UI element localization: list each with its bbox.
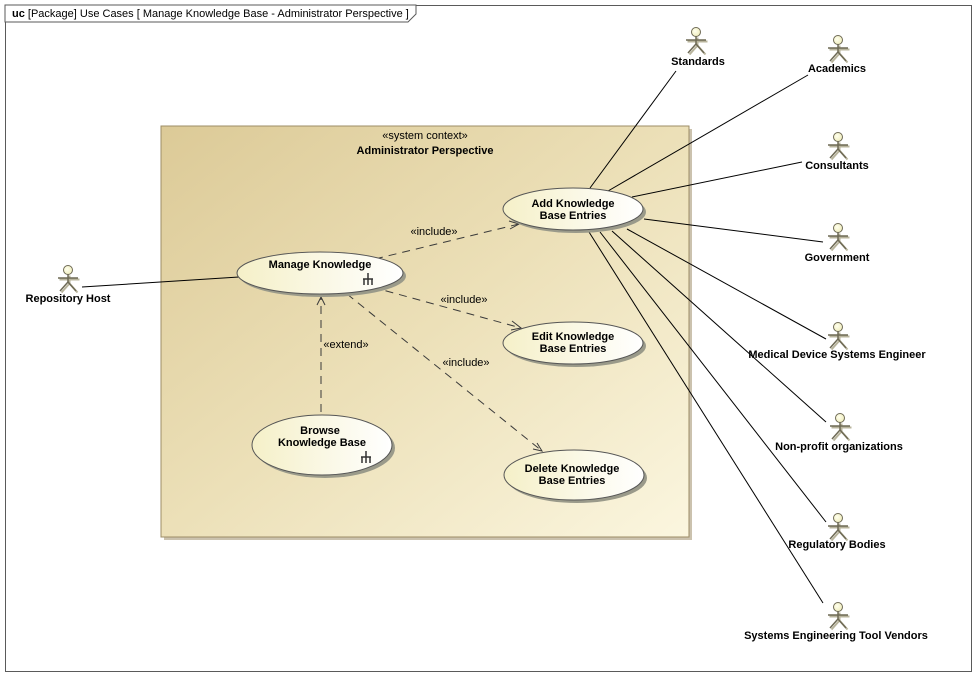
use-case-label-line1: Delete Knowledge — [525, 463, 620, 475]
association-non-profit-organizations[interactable] — [611, 230, 827, 423]
actor-label: Medical Device Systems Engineer — [748, 349, 926, 361]
actor-label: Government — [805, 252, 870, 264]
use-case-add-knowledge-base-entries[interactable]: Add Knowledge Base Entries — [502, 187, 646, 233]
frame-title-text: [Package] Use Cases [ Manage Knowledge B… — [27, 8, 409, 20]
actor-icon — [58, 265, 80, 294]
association-regulatory-bodies[interactable] — [599, 231, 827, 523]
actor-consultants[interactable]: Consultants — [805, 132, 869, 173]
extend-arrowhead — [316, 295, 326, 306]
include-delete-arrowhead — [532, 442, 544, 452]
use-case-label-line2: Knowledge Base — [278, 437, 366, 449]
association-academics[interactable] — [607, 74, 809, 192]
association-consultants[interactable] — [631, 161, 803, 198]
actor-label: Regulatory Bodies — [788, 539, 885, 551]
actor-label: Non-profit organizations — [775, 441, 903, 453]
use-case-manage-knowledge[interactable]: Manage Knowledge — [236, 251, 406, 297]
frame-title: uc [Package] Use Cases [ Manage Knowledg… — [12, 8, 409, 20]
actor-government[interactable]: Government — [805, 223, 870, 265]
use-case-label-line2: Base Entries — [540, 210, 607, 222]
extend-label: «extend» — [323, 339, 368, 351]
actor-medical-device-systems-engineer[interactable]: Medical Device Systems Engineer — [748, 322, 926, 362]
system-stereotype: «system context» — [382, 130, 468, 142]
subdiagram-icon — [361, 451, 371, 463]
actor-label: Consultants — [805, 160, 869, 172]
include-edit-label: «include» — [440, 294, 487, 306]
actor-icon — [828, 223, 850, 252]
diagram-frame — [5, 5, 972, 672]
association-medical-device-systems-engineer[interactable] — [626, 228, 827, 340]
actor-non-profit-organizations[interactable]: Non-profit organizations — [775, 413, 903, 454]
actor-icon — [828, 602, 850, 631]
actor-systems-engineering-tool-vendors[interactable]: Systems Engineering Tool Vendors — [744, 602, 928, 643]
system-name: Administrator Perspective — [357, 145, 494, 157]
actor-repository-host[interactable]: Repository Host — [26, 265, 111, 306]
use-case-label-line1: Add Knowledge — [531, 198, 614, 210]
actor-icon — [686, 27, 708, 56]
actor-label: Systems Engineering Tool Vendors — [744, 630, 928, 642]
actor-regulatory-bodies[interactable]: Regulatory Bodies — [788, 513, 886, 552]
use-case-browse-knowledge-base[interactable]: Browse Knowledge Base — [251, 414, 395, 478]
actor-icon — [830, 413, 852, 442]
use-case-label-line1: Edit Knowledge — [532, 331, 615, 343]
actor-icon — [828, 322, 850, 351]
use-case-label-line2: Base Entries — [540, 343, 607, 355]
association-repository-host[interactable] — [81, 276, 240, 288]
frame-kind: uc — [12, 8, 25, 20]
association-standards[interactable] — [589, 70, 677, 189]
include-add-label: «include» — [410, 226, 457, 238]
actor-label: Repository Host — [26, 293, 111, 305]
use-case-edit-knowledge-base-entries[interactable]: Edit Knowledge Base Entries — [502, 321, 646, 367]
include-add-line[interactable] — [374, 223, 520, 260]
actor-label: Standards — [671, 56, 725, 68]
actor-icon — [828, 132, 850, 161]
actor-standards[interactable]: Standards — [671, 27, 725, 69]
actor-academics[interactable]: Academics — [808, 35, 866, 76]
actor-icon — [828, 513, 850, 542]
subdiagram-icon — [363, 273, 373, 285]
use-case-delete-knowledge-base-entries[interactable]: Delete Knowledge Base Entries — [503, 449, 647, 503]
association-systems-engineering-tool-vendors[interactable] — [588, 231, 824, 604]
use-case-label: Manage Knowledge — [269, 259, 372, 271]
include-edit-line[interactable] — [371, 286, 522, 329]
include-edit-arrowhead — [510, 320, 523, 331]
use-case-label-line1: Browse — [300, 425, 340, 437]
include-delete-label: «include» — [442, 357, 489, 369]
association-government[interactable] — [643, 218, 824, 243]
frame-tab — [4, 4, 417, 23]
actor-icon — [828, 35, 850, 64]
actor-label: Academics — [808, 63, 866, 75]
use-case-label-line2: Base Entries — [539, 475, 606, 487]
